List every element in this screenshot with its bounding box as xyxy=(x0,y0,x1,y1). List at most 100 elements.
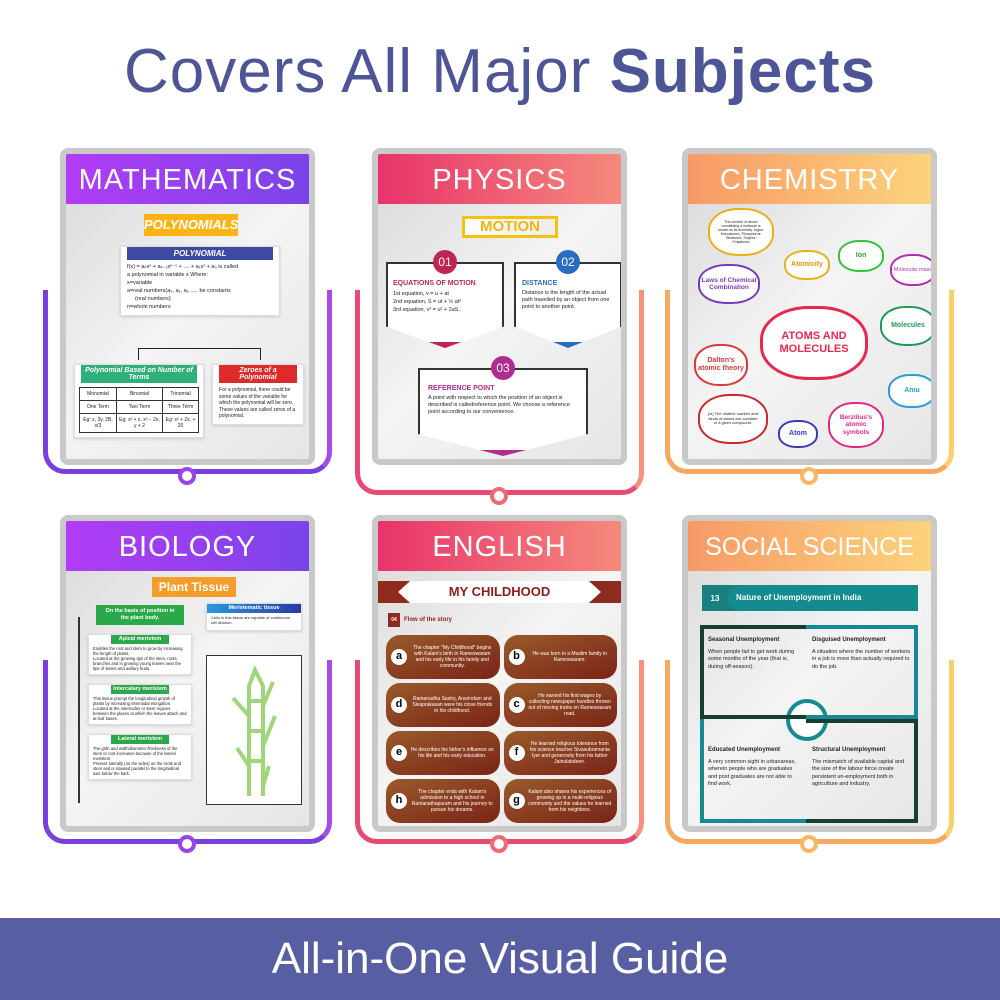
footer-banner: All-in-One Visual Guide xyxy=(0,918,1000,1000)
definition-box: POLYNOMIAL f(x) = aₙxⁿ + aₙ₋₁xⁿ⁻¹ + ....… xyxy=(120,246,280,316)
topic-heading: MY CHILDHOOD xyxy=(398,581,601,603)
bullet: Located at the growing tips of the stem,… xyxy=(93,656,181,671)
quadrant-educated: Educated Unemployment A very common sight… xyxy=(708,747,800,789)
quad-text: A situation where the number of workers … xyxy=(812,648,911,670)
table-cell: Eg: x² + x, x³ − 2x, y + 2 xyxy=(115,413,164,433)
text-line: 2nd equation, S = ut + ½ at² xyxy=(393,299,462,305)
part-label: f xyxy=(508,745,525,761)
terms-box: Polynomial Based on Number of Terms Mono… xyxy=(74,364,204,438)
distance-card: DISTANCE Distance is the length of the a… xyxy=(514,262,621,348)
box-title: Zeroes of a Polynomial xyxy=(219,365,297,383)
topic-heading: POLYNOMIALS xyxy=(144,214,238,236)
box-title: Lateral meristem xyxy=(111,735,169,744)
text-line: f(x) = aₙxⁿ + aₙ₋₁xⁿ⁻¹ + .... + a₁x¹ + a… xyxy=(127,264,239,270)
card-header: ENGLISH xyxy=(378,521,621,571)
story-part: Ramanadha Sastry, Aravindam and Sivaprak… xyxy=(412,696,493,714)
section-header: 13 Nature of Unemployment in India xyxy=(702,585,918,611)
quad-text: A very common sight in urbanareas, where… xyxy=(708,758,796,788)
story-part: He earned his first wages by collecting … xyxy=(528,693,612,717)
topic-heading: Plant Tissue xyxy=(152,577,236,597)
box-title: Intercalary meristem xyxy=(111,685,169,694)
dot-english xyxy=(490,835,508,853)
basis-box: On the basis of position in the plant bo… xyxy=(96,605,184,625)
quad-title: Seasonal Unemployment xyxy=(708,637,780,643)
stem-illustration xyxy=(231,665,277,796)
plant-diagram xyxy=(206,655,302,805)
section-subtitle: Flow of the story xyxy=(404,617,452,623)
dot-physics xyxy=(490,487,508,505)
concept-node: Molecules xyxy=(880,306,931,346)
intercalary-box: Intercalary meristem This tissue prompt … xyxy=(88,684,192,725)
concept-node: Berzilius's atomic symbols xyxy=(828,402,884,448)
card-header: CHEMISTRY xyxy=(688,154,931,204)
title-regular: Covers All Major xyxy=(123,37,592,106)
cycle-frame-br xyxy=(806,719,918,823)
text-line: a polynomial in variable x Where: xyxy=(127,272,209,278)
bullet: This tissue prompt the longitudinal grow… xyxy=(93,696,175,706)
concept-node: Atom xyxy=(778,420,818,448)
text-line: 3rd equation, v² = u² + 2aS. xyxy=(393,307,460,313)
meristematic-box: Meristematic tissue Cells in this tissue… xyxy=(206,603,302,631)
quad-text: When people fail to get work during some… xyxy=(708,648,795,670)
part-label: b xyxy=(508,649,525,665)
text-line: n=whole numbers xyxy=(127,304,171,310)
bullet: Present laterally (on the sides) on the … xyxy=(93,761,181,776)
dot-chemistry xyxy=(800,467,818,485)
dot-social xyxy=(800,835,818,853)
card-social-science: SOCIAL SCIENCE 13 Nature of Unemployment… xyxy=(682,515,937,832)
concept-node: Laws of Chemical Combination xyxy=(698,264,760,304)
concept-node: Dalton's atomic theory xyxy=(694,344,748,386)
box-title: Meristematic tissue xyxy=(207,604,301,613)
dot-math xyxy=(178,467,196,485)
topic-heading: MOTION xyxy=(462,216,558,238)
quad-title: Structural Unemployment xyxy=(812,747,886,753)
dot-biology xyxy=(178,835,196,853)
story-part: Kalam also shares his experiences of gro… xyxy=(528,789,612,813)
part-label: h xyxy=(391,793,407,809)
item-title: DISTANCE xyxy=(522,280,558,287)
concept-node: The number of atoms constituting a molec… xyxy=(708,208,774,256)
table-cell: Binomial xyxy=(115,387,164,401)
story-part: The chapter ends with Kalam's admission … xyxy=(411,789,493,813)
text-line: 1st equation, v = u + at xyxy=(393,291,449,297)
box-text: Cells in this tissue are capable of cont… xyxy=(211,615,290,625)
box-title: POLYNOMIAL xyxy=(127,247,273,260)
table-cell: Three Term xyxy=(162,400,199,414)
card-header: PHYSICS xyxy=(378,154,621,204)
text-line: a=real numbers(a₀, a₁, a₂ ..... be const… xyxy=(127,288,231,294)
card-english: ENGLISH MY CHILDHOOD 04 Flow of the stor… xyxy=(372,515,627,832)
cycle-frame-bl xyxy=(700,719,806,823)
concept-node: Amu xyxy=(888,374,931,408)
part-label: e xyxy=(391,745,407,761)
section-number: 13 xyxy=(710,593,720,603)
card-mathematics: MATHEMATICS POLYNOMIALS POLYNOMIAL f(x) … xyxy=(60,148,315,465)
zeroes-box: Zeroes of a Polynomial For a polynomial,… xyxy=(212,364,304,425)
section-title: Nature of Unemployment in India xyxy=(728,585,918,611)
quadrant-disguised: Disguised Unemployment A situation where … xyxy=(812,637,912,671)
page-title: Covers All Major Subjects xyxy=(0,36,1000,107)
apical-box: Apical meristem Enables the root and ste… xyxy=(88,634,192,675)
tree-line xyxy=(78,617,80,803)
table-cell: Trinomial xyxy=(162,387,199,401)
quad-title: Educated Unemployment xyxy=(708,747,781,753)
part-label: a xyxy=(391,649,407,665)
part-label: d xyxy=(391,697,407,713)
number-badge: 01 xyxy=(433,250,457,274)
story-part: He learned religious tolerance from his … xyxy=(529,741,610,765)
zeroes-text: For a polynomial, there could be some va… xyxy=(219,387,296,419)
card-physics: PHYSICS MOTION EQUATIONS OF MOTION 1st e… xyxy=(372,148,627,465)
story-part: He describes his father's influence on h… xyxy=(410,747,494,759)
center-node: ATOMS AND MOLECULES xyxy=(760,306,868,380)
part-label: c xyxy=(508,697,525,713)
concept-node: (vi) The relative number and kinds of at… xyxy=(698,394,768,444)
concept-node: Molecular mass xyxy=(890,254,931,286)
quad-title: Disguised Unemployment xyxy=(812,637,886,643)
table-cell: Monomial xyxy=(79,387,117,401)
cycle-frame-tr xyxy=(806,625,918,719)
